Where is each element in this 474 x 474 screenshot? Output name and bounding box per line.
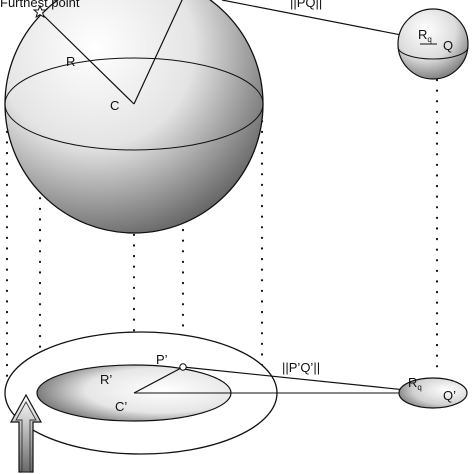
projected-q-label: Q’: [443, 388, 456, 403]
furthest-point-label: Furthest point: [0, 0, 80, 10]
distance-label: ||PQ||: [290, 0, 322, 10]
projection-plane: [4, 331, 468, 455]
projection-lines: [5, 16, 439, 390]
projected-p-marker: [179, 363, 187, 371]
q-radius-letter: R: [418, 27, 427, 42]
small-sphere: [397, 8, 469, 80]
projected-q-radius-label: Rq: [408, 375, 422, 392]
center-label: C: [110, 98, 119, 113]
big-sphere-equator-front: [4, 103, 264, 151]
big-sphere-equator: [4, 57, 264, 105]
q-radius-subscript: q: [427, 35, 431, 44]
small-sphere-equator: [397, 46, 469, 60]
radius-line: [39, 11, 135, 105]
projected-p-label: P’: [156, 352, 168, 367]
up-arrow-icon: [9, 393, 43, 473]
radius-label: R: [66, 54, 75, 69]
star-icon: [32, 4, 48, 19]
projected-q-radius-subscript: q: [417, 383, 421, 392]
center-to-p-line: [133, 0, 183, 105]
q-radius-label: Rq: [418, 27, 432, 44]
projected-distance-label: ||P’Q’||: [282, 360, 320, 375]
big-sphere: [4, 0, 264, 234]
q-point-label: Q: [443, 38, 453, 53]
projected-center-label: C’: [115, 399, 127, 414]
projected-distance-line: [182, 366, 436, 394]
projected-radius-line: [133, 366, 184, 394]
projected-small-disk: [398, 377, 468, 409]
projected-radius-label: R’: [100, 372, 112, 387]
projected-q-radius-letter: R: [408, 375, 417, 390]
big-sphere-body: [4, 0, 264, 234]
